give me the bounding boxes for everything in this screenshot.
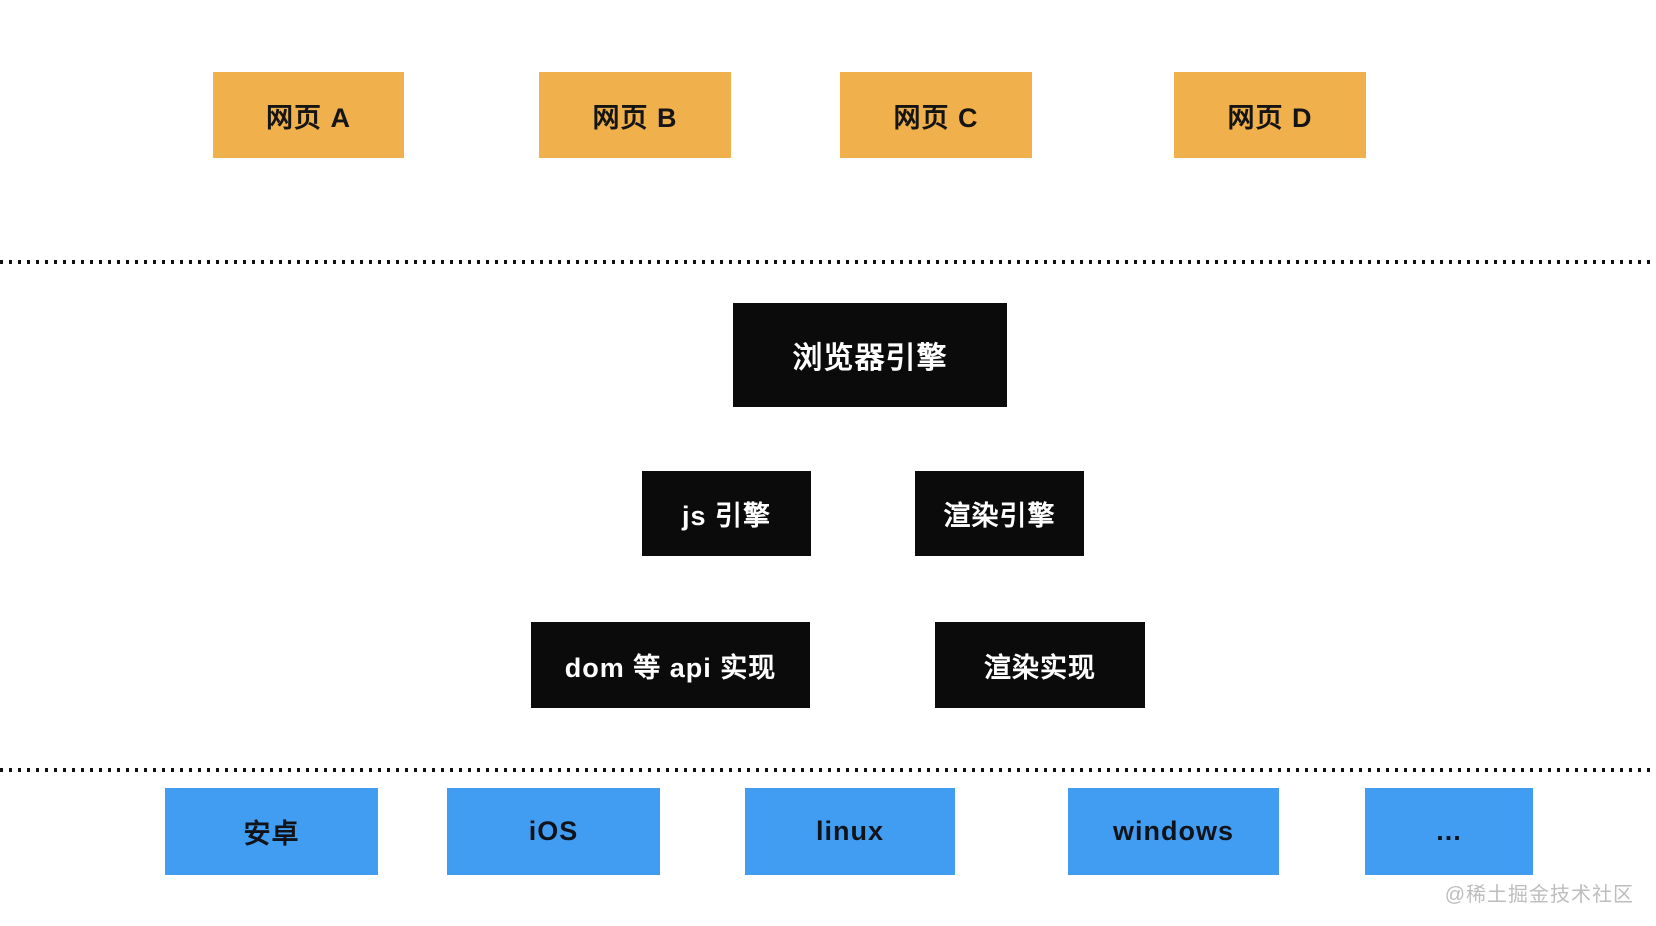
render-engine-box: 渲染引擎	[915, 471, 1084, 556]
js-engine-box: js 引擎	[642, 471, 811, 556]
os-linux-box: linux	[745, 788, 955, 875]
os-windows-box: windows	[1068, 788, 1279, 875]
webpage-c-box: 网页 C	[840, 72, 1032, 158]
webpage-d-box: 网页 D	[1174, 72, 1366, 158]
os-more-box: ...	[1365, 788, 1533, 875]
render-implementation-box: 渲染实现	[935, 622, 1145, 708]
dotted-separator-bottom	[0, 768, 1656, 772]
dotted-separator-top	[0, 260, 1656, 264]
os-ios-box: iOS	[447, 788, 660, 875]
os-android-box: 安卓	[165, 788, 378, 875]
webpage-b-box: 网页 B	[539, 72, 731, 158]
webpage-a-box: 网页 A	[213, 72, 404, 158]
dom-api-implementation-box: dom 等 api 实现	[531, 622, 810, 708]
browser-engine-box: 浏览器引擎	[733, 303, 1007, 407]
watermark-text: @稀土掘金技术社区	[1444, 884, 1634, 906]
